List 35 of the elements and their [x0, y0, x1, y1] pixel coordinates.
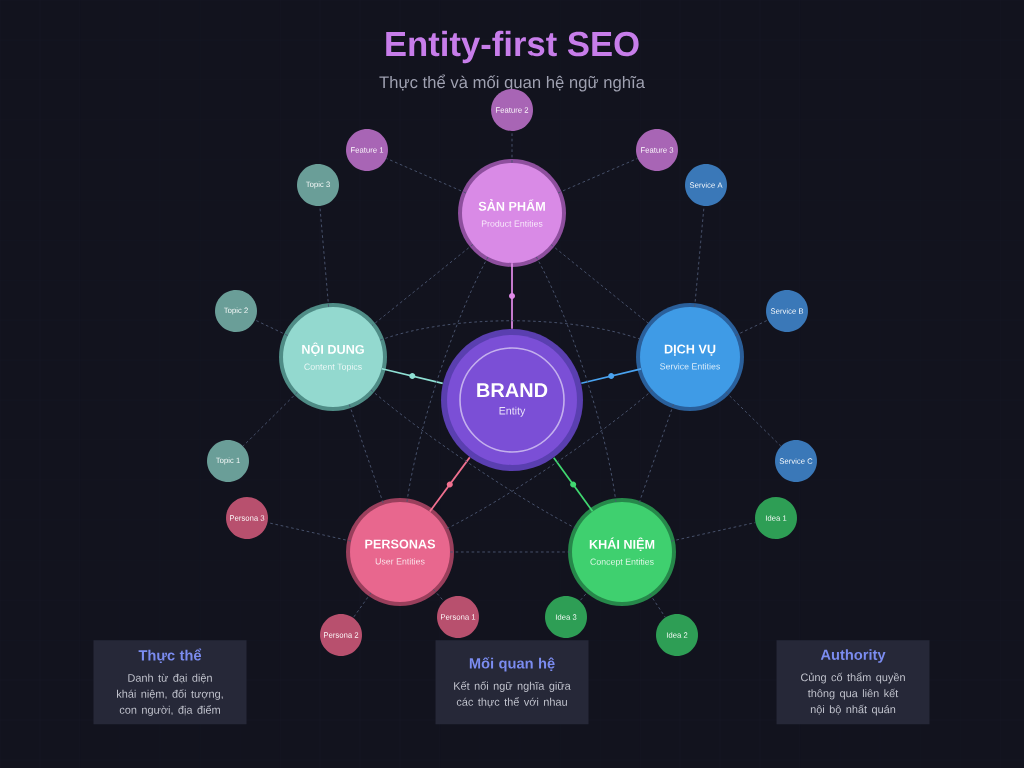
connector [406, 256, 489, 503]
connector [449, 551, 573, 553]
connector [535, 256, 617, 503]
connector [638, 404, 674, 505]
connector [557, 158, 638, 194]
connector [670, 522, 756, 542]
info-card: Authority Củng cố thẩm quyền thông qua liên kết nội bộ nhất quán [776, 640, 930, 725]
connector [386, 158, 467, 194]
connector [379, 320, 644, 341]
title: Entity-first SEO [386, 30, 639, 64]
connector [428, 456, 471, 513]
connector [433, 589, 445, 602]
connector [254, 319, 289, 336]
connector [694, 205, 705, 308]
subtitle: Thực thể và mối quan hệ ngữ nghĩa [379, 74, 645, 92]
info-card: Thực thể Danh từ đại diện khái niệm, đối tượng, con người, địa điểm [93, 640, 247, 725]
connector [579, 589, 590, 602]
connector [580, 367, 642, 385]
connector [444, 389, 653, 531]
connector [371, 244, 474, 326]
info-card: Mối quan hệ Kết nối ngữ nghĩa giữa các thực thể với nhau [435, 640, 589, 725]
connector [348, 404, 385, 505]
connector [381, 367, 444, 385]
connector [352, 592, 372, 619]
connector [370, 389, 578, 530]
connector [511, 130, 513, 164]
connector [649, 593, 666, 618]
connector [552, 456, 594, 513]
connector [550, 244, 652, 326]
connector [734, 319, 769, 336]
connector [319, 205, 330, 308]
connector [267, 522, 352, 542]
connector [242, 391, 298, 447]
connector [725, 391, 782, 447]
connector [509, 262, 515, 330]
